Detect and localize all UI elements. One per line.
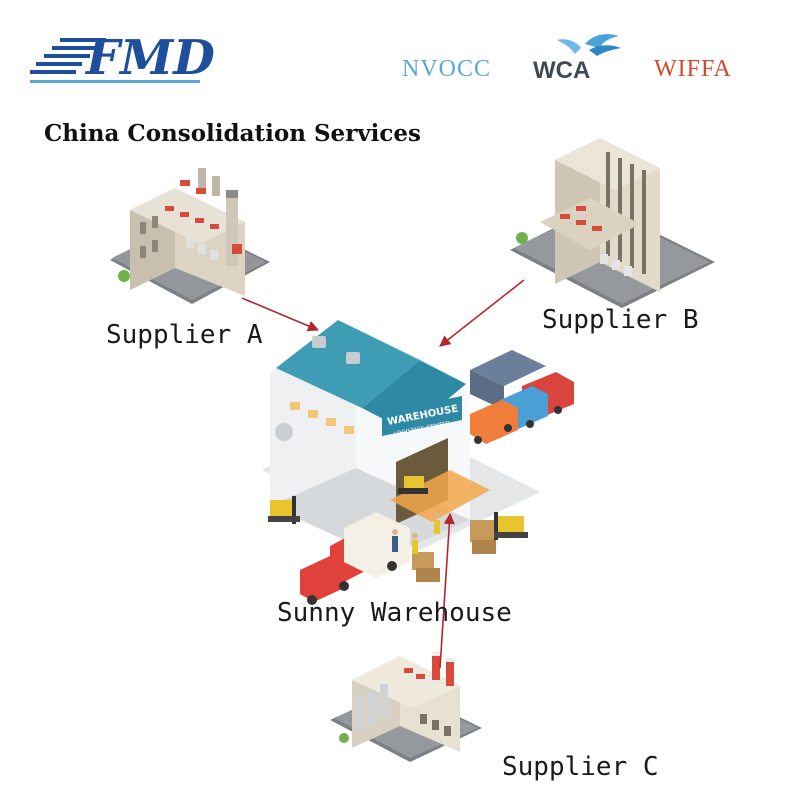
warehouse-icon: WAREHOUSE LOGISTICS CENTER <box>262 320 540 558</box>
arrow-supplier-a <box>241 297 320 332</box>
page-title: China Consolidation Services <box>44 120 421 147</box>
supplier-c-label: Supplier C <box>502 752 659 782</box>
warehouse-label: Sunny Warehouse <box>277 598 512 628</box>
arrow-supplier-c <box>439 512 455 669</box>
fmd-logo: FMD <box>30 30 215 86</box>
nvocc-badge: NVOCC <box>402 56 492 82</box>
workers-icon <box>392 513 440 554</box>
wiffa-badge: WIFFA <box>654 56 732 82</box>
wca-badge: WCA <box>533 57 591 84</box>
supplier-a-label: Supplier A <box>106 320 263 350</box>
supplier-c-factory-icon <box>330 652 482 762</box>
forklift-left-icon <box>268 496 300 524</box>
forklift-right-icon <box>494 512 528 540</box>
delivery-trucks-icon <box>470 350 574 444</box>
flow-arrows <box>241 279 525 669</box>
fmd-logo-text: FMD <box>84 30 215 86</box>
supplier-b-label: Supplier B <box>542 305 699 335</box>
arrow-supplier-b <box>439 279 525 347</box>
pallet-boxes-icon <box>412 520 496 582</box>
supplier-b-building-icon <box>510 138 715 308</box>
wca-bird-icon <box>557 34 621 56</box>
supplier-a-factory-icon <box>110 168 270 304</box>
box-truck-icon <box>300 512 410 605</box>
